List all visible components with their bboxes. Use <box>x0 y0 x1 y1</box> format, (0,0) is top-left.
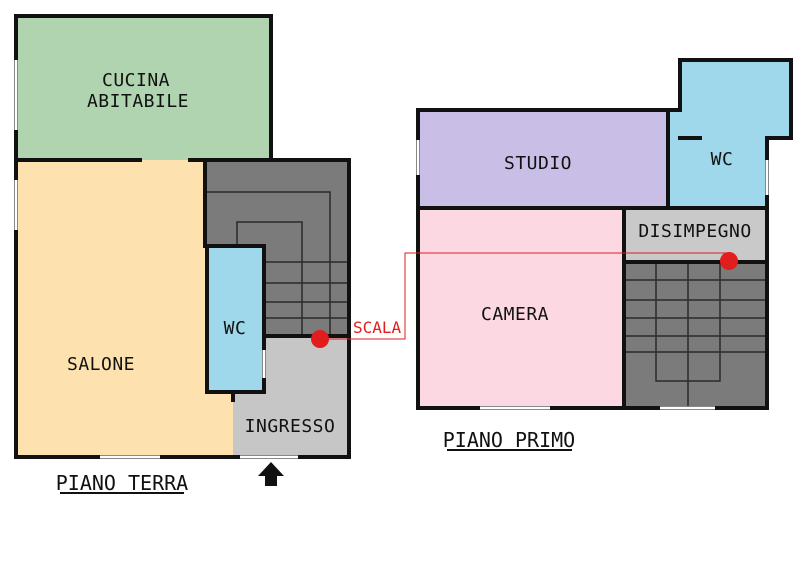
label-studio: STUDIO <box>504 153 572 174</box>
title-piano-primo: PIANO PRIMO <box>443 428 575 452</box>
openings-first <box>416 140 769 410</box>
label-cucina-line2: ABITABILE <box>87 91 189 112</box>
arrow-up-icon <box>258 462 284 486</box>
first-floor-plan: STUDIO WC DISIMPEGNO CAMERA PIANO PRIMO <box>416 58 793 452</box>
red-dot-icon <box>720 252 738 270</box>
label-disimpegno: DISIMPEGNO <box>638 221 751 242</box>
stair-area-first <box>624 262 767 408</box>
stair-lines-first <box>624 262 767 408</box>
room-salone <box>16 160 233 457</box>
room-studio <box>418 110 668 208</box>
red-dot-icon <box>311 330 329 348</box>
openings-ground <box>14 60 298 459</box>
room-camera <box>418 208 624 408</box>
room-salone-extension <box>205 392 233 457</box>
title-piano-terra: PIANO TERRA <box>56 471 188 495</box>
room-cucina <box>16 16 271 160</box>
stair-connector-line <box>320 252 729 340</box>
label-ingresso: INGRESSO <box>245 416 336 437</box>
label-scala: SCALA <box>353 318 402 337</box>
stair-connector: SCALA <box>311 252 738 348</box>
ground-floor-plan: CUCINA ABITABILE SALONE WC INGRESSO PIAN… <box>14 14 351 495</box>
label-cucina-line1: CUCINA <box>102 70 170 91</box>
label-wc-first: WC <box>711 149 734 170</box>
label-salone: SALONE <box>67 354 135 375</box>
label-wc-ground: WC <box>224 318 247 339</box>
room-wc-ground <box>207 246 264 392</box>
label-camera: CAMERA <box>481 304 549 325</box>
room-wc-first-upper <box>680 60 791 138</box>
walls-ground <box>14 14 351 459</box>
stair-lines-ground <box>205 191 349 336</box>
